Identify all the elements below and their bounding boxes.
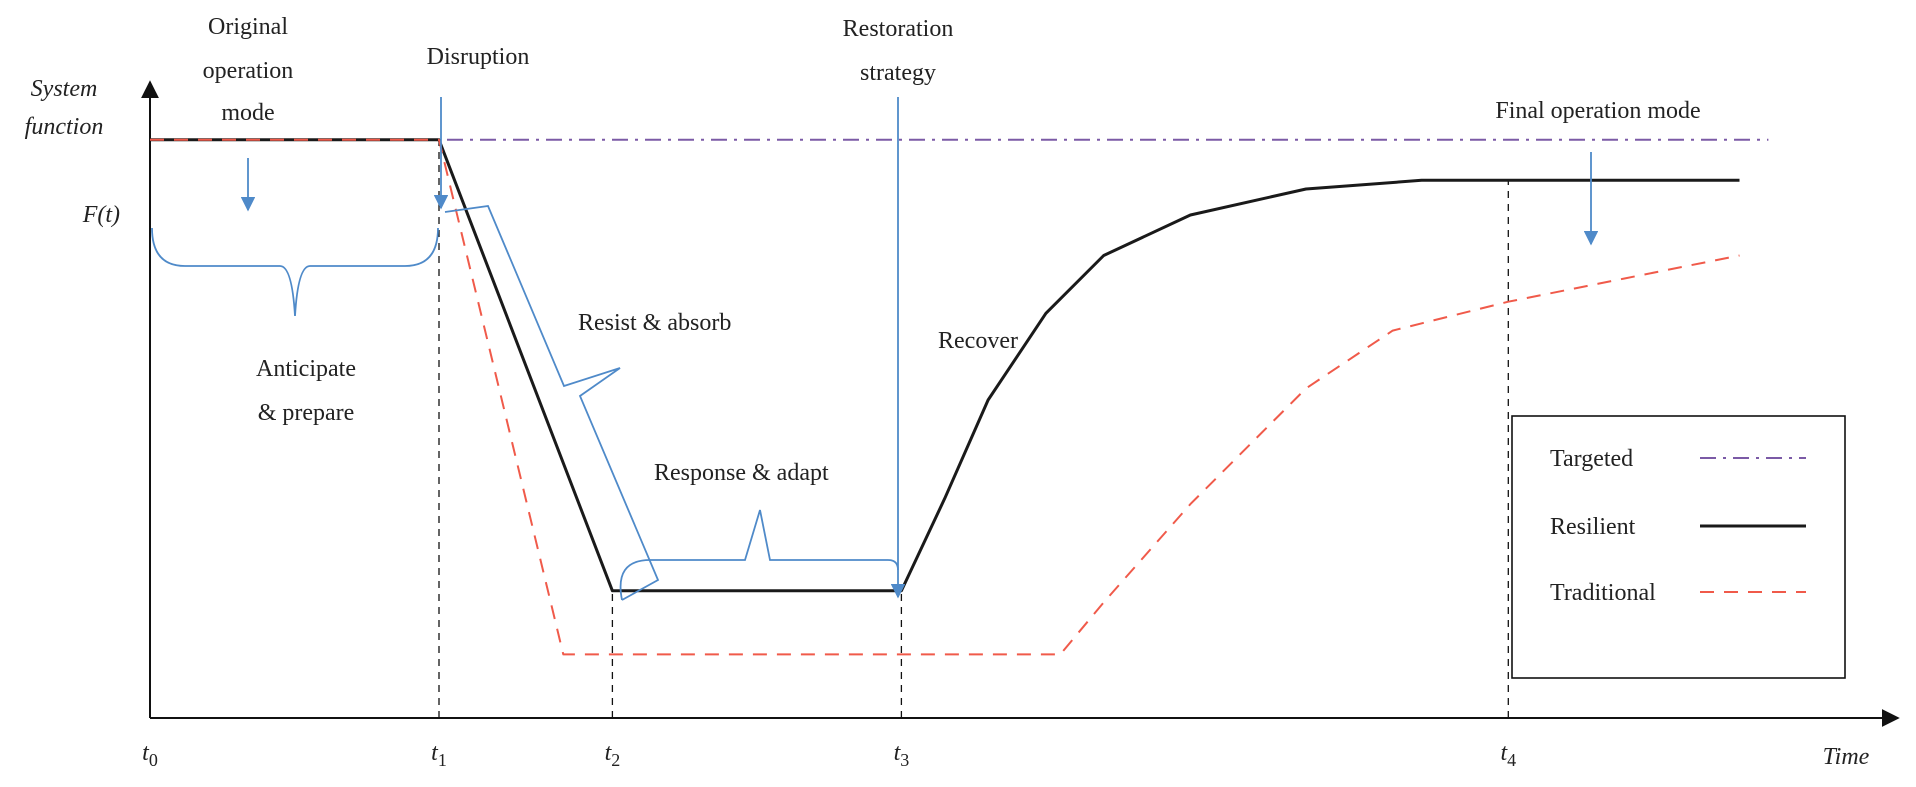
- series-line-traditional: [150, 138, 1740, 656]
- resist-brace: [444, 205, 660, 601]
- x-tick-label-t1: t1: [431, 740, 447, 770]
- time-marker-lines: [438, 139, 1509, 718]
- legend-label-targeted: Targeted: [1550, 446, 1633, 472]
- x-tick-label-t0: t0: [142, 740, 158, 770]
- annotation-restoration-line-2: strategy: [860, 60, 936, 86]
- series-layer: [150, 138, 1769, 656]
- x-tick-group: t0 t1 t2 t3 t4: [142, 740, 1516, 770]
- anticipate-brace: [151, 227, 439, 317]
- annotation-resist: Resist & absorb: [578, 310, 731, 336]
- x-tick-label-t2: t2: [605, 740, 621, 770]
- legend-label-resilient: Resilient: [1550, 514, 1636, 540]
- annotation-response: Response & adapt: [654, 460, 829, 486]
- annotation-original-line-1: Original: [208, 14, 288, 40]
- series-line-resilient: [150, 138, 1740, 593]
- y-tick-label: F(t): [82, 202, 120, 228]
- legend-label-traditional: Traditional: [1550, 580, 1656, 606]
- response-brace: [619, 509, 899, 601]
- annotation-disruption: Disruption: [427, 44, 530, 70]
- legend-box: [1511, 415, 1846, 679]
- annotation-final: Final operation mode: [1495, 98, 1700, 124]
- x-tick-label-t4: t4: [1500, 740, 1516, 770]
- annotation-markings: [151, 97, 1599, 601]
- annotation-restoration-line-1: Restoration: [843, 16, 954, 42]
- annotation-anticipate-line-1: Anticipate: [256, 356, 356, 382]
- annotation-anticipate-line-2: & prepare: [258, 400, 355, 426]
- y-axis-label-line-1: System: [31, 76, 98, 102]
- x-tick-label-t3: t3: [894, 740, 910, 770]
- x-axis-label: Time: [1823, 744, 1870, 770]
- annotation-recover: Recover: [938, 328, 1018, 354]
- annotation-original-line-3: mode: [221, 100, 274, 126]
- annotation-original-line-2: operation: [203, 58, 294, 84]
- y-axis-label-line-2: function: [25, 114, 104, 140]
